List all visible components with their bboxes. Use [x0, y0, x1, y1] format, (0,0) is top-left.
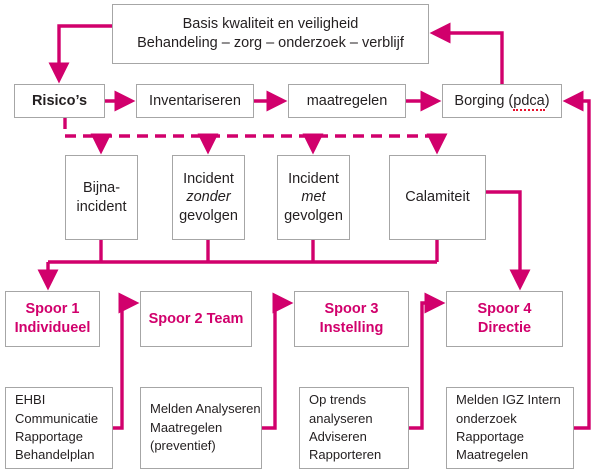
box-risicos: Risico’s [14, 84, 105, 118]
detail-1-line-2: Communicatie [15, 410, 99, 426]
detail-4-line-3: Rapportage [456, 429, 524, 444]
bijna-line-2: incident [76, 198, 127, 215]
spoor-2-number: Spoor 2 [148, 310, 203, 327]
calamiteit-line-1: Calamiteit [405, 189, 470, 206]
zonder-line-3: gevolgen [179, 207, 238, 224]
box-maatregelen-label: maatregelen [306, 92, 388, 109]
box-borging-suffix: ) [544, 92, 550, 109]
detail-4-line-2: Intern onderzoek [456, 392, 561, 426]
box-maatregelen: maatregelen [288, 84, 406, 118]
detail-1-line-4: Behandelplan [15, 447, 95, 463]
connector-group-dashed [63, 118, 440, 138]
met-line-1: Incident [288, 170, 339, 187]
detail-3-line-2: analyseren [309, 410, 373, 426]
box-borging: Borging (pdca) [442, 84, 562, 118]
banner-line-1: Basis kwaliteit en veiligheid [182, 16, 359, 33]
box-detail-spoor-3: Op trends analyseren Adviseren Rapporter… [299, 387, 409, 469]
box-spoor-1: Spoor 1 Individueel [5, 291, 100, 347]
connector-detail3-to-spoor4 [409, 292, 446, 430]
box-incident-met-gevolgen: Incident met gevolgen [277, 155, 350, 240]
detail-3-line-3: Adviseren [309, 429, 367, 444]
detail-2-line-4: (preventief) [150, 438, 216, 454]
connector-calamiteit-to-spoor4 [486, 190, 531, 291]
connector-detail2-to-spoor3 [262, 292, 294, 430]
box-basis-kwaliteit: Basis kwaliteit en veiligheid Behandelin… [112, 4, 429, 64]
connector-detail1-to-spoor2 [113, 292, 140, 430]
detail-3-line-1: Op trends [309, 392, 367, 408]
box-borging-pdca: pdca [513, 92, 545, 111]
box-incident-zonder-gevolgen: Incident zonder gevolgen [172, 155, 245, 240]
detail-2-line-2: Analyseren [195, 401, 261, 417]
dashed-risicos-distributor [63, 118, 440, 138]
spoor-4-number: Spoor 4 [477, 301, 532, 318]
detail-1-line-3: Rapportage [15, 429, 83, 444]
detail-3-line-4: Rapporteren [309, 447, 382, 463]
box-bijna-incident: Bijna- incident [65, 155, 138, 240]
box-detail-spoor-4: Melden IGZ Intern onderzoek Rapportage M… [446, 387, 574, 469]
box-spoor-2: Spoor 2 Team [140, 291, 252, 347]
box-inventariseren: Inventariseren [136, 84, 254, 118]
connector-banner-to-risicos [48, 24, 112, 84]
detail-4-line-4: Maatregelen [456, 447, 529, 463]
box-spoor-4: Spoor 4 Directie [446, 291, 563, 347]
box-spoor-3: Spoor 3 Instelling [294, 291, 409, 347]
box-detail-spoor-1: EHBI Communicatie Rapportage Behandelpla… [5, 387, 113, 469]
connector-group-plain [48, 240, 439, 264]
box-calamiteit: Calamiteit [389, 155, 486, 240]
detail-1-line-1: EHBI [15, 392, 46, 408]
bijna-line-1: Bijna- [82, 179, 121, 196]
met-line-3: gevolgen [284, 207, 343, 224]
box-borging-prefix: Borging ( [454, 92, 514, 109]
detail-4-line-1: Melden IGZ [456, 392, 524, 408]
detail-2-line-3: Maatregelen [150, 419, 223, 435]
banner-line-2: Behandeling – zorg – onderzoek – verblij… [137, 35, 404, 51]
spoor-3-number: Spoor 3 [324, 301, 379, 318]
met-line-2: met [301, 189, 326, 206]
detail-2-line-1: Melden [150, 401, 193, 417]
zonder-line-1: Incident [183, 170, 234, 187]
spoor-3-name: Instelling [319, 320, 384, 336]
connector-borging-to-banner [429, 22, 504, 84]
spoor-2-name: Team [206, 310, 244, 327]
spoor-1-number: Spoor 1 [25, 301, 80, 318]
box-inventariseren-label: Inventariseren [149, 92, 241, 109]
box-risicos-label: Risico’s [31, 92, 88, 109]
box-detail-spoor-2: Melden Analyseren Maatregelen (preventie… [140, 387, 262, 469]
connector-detail4-to-borging [562, 90, 591, 430]
zonder-line-2: zonder [186, 189, 231, 206]
spoor-1-name: Individueel [14, 320, 91, 336]
spoor-4-name: Directie [477, 320, 532, 336]
connector-group-dashed-drops [90, 133, 448, 155]
